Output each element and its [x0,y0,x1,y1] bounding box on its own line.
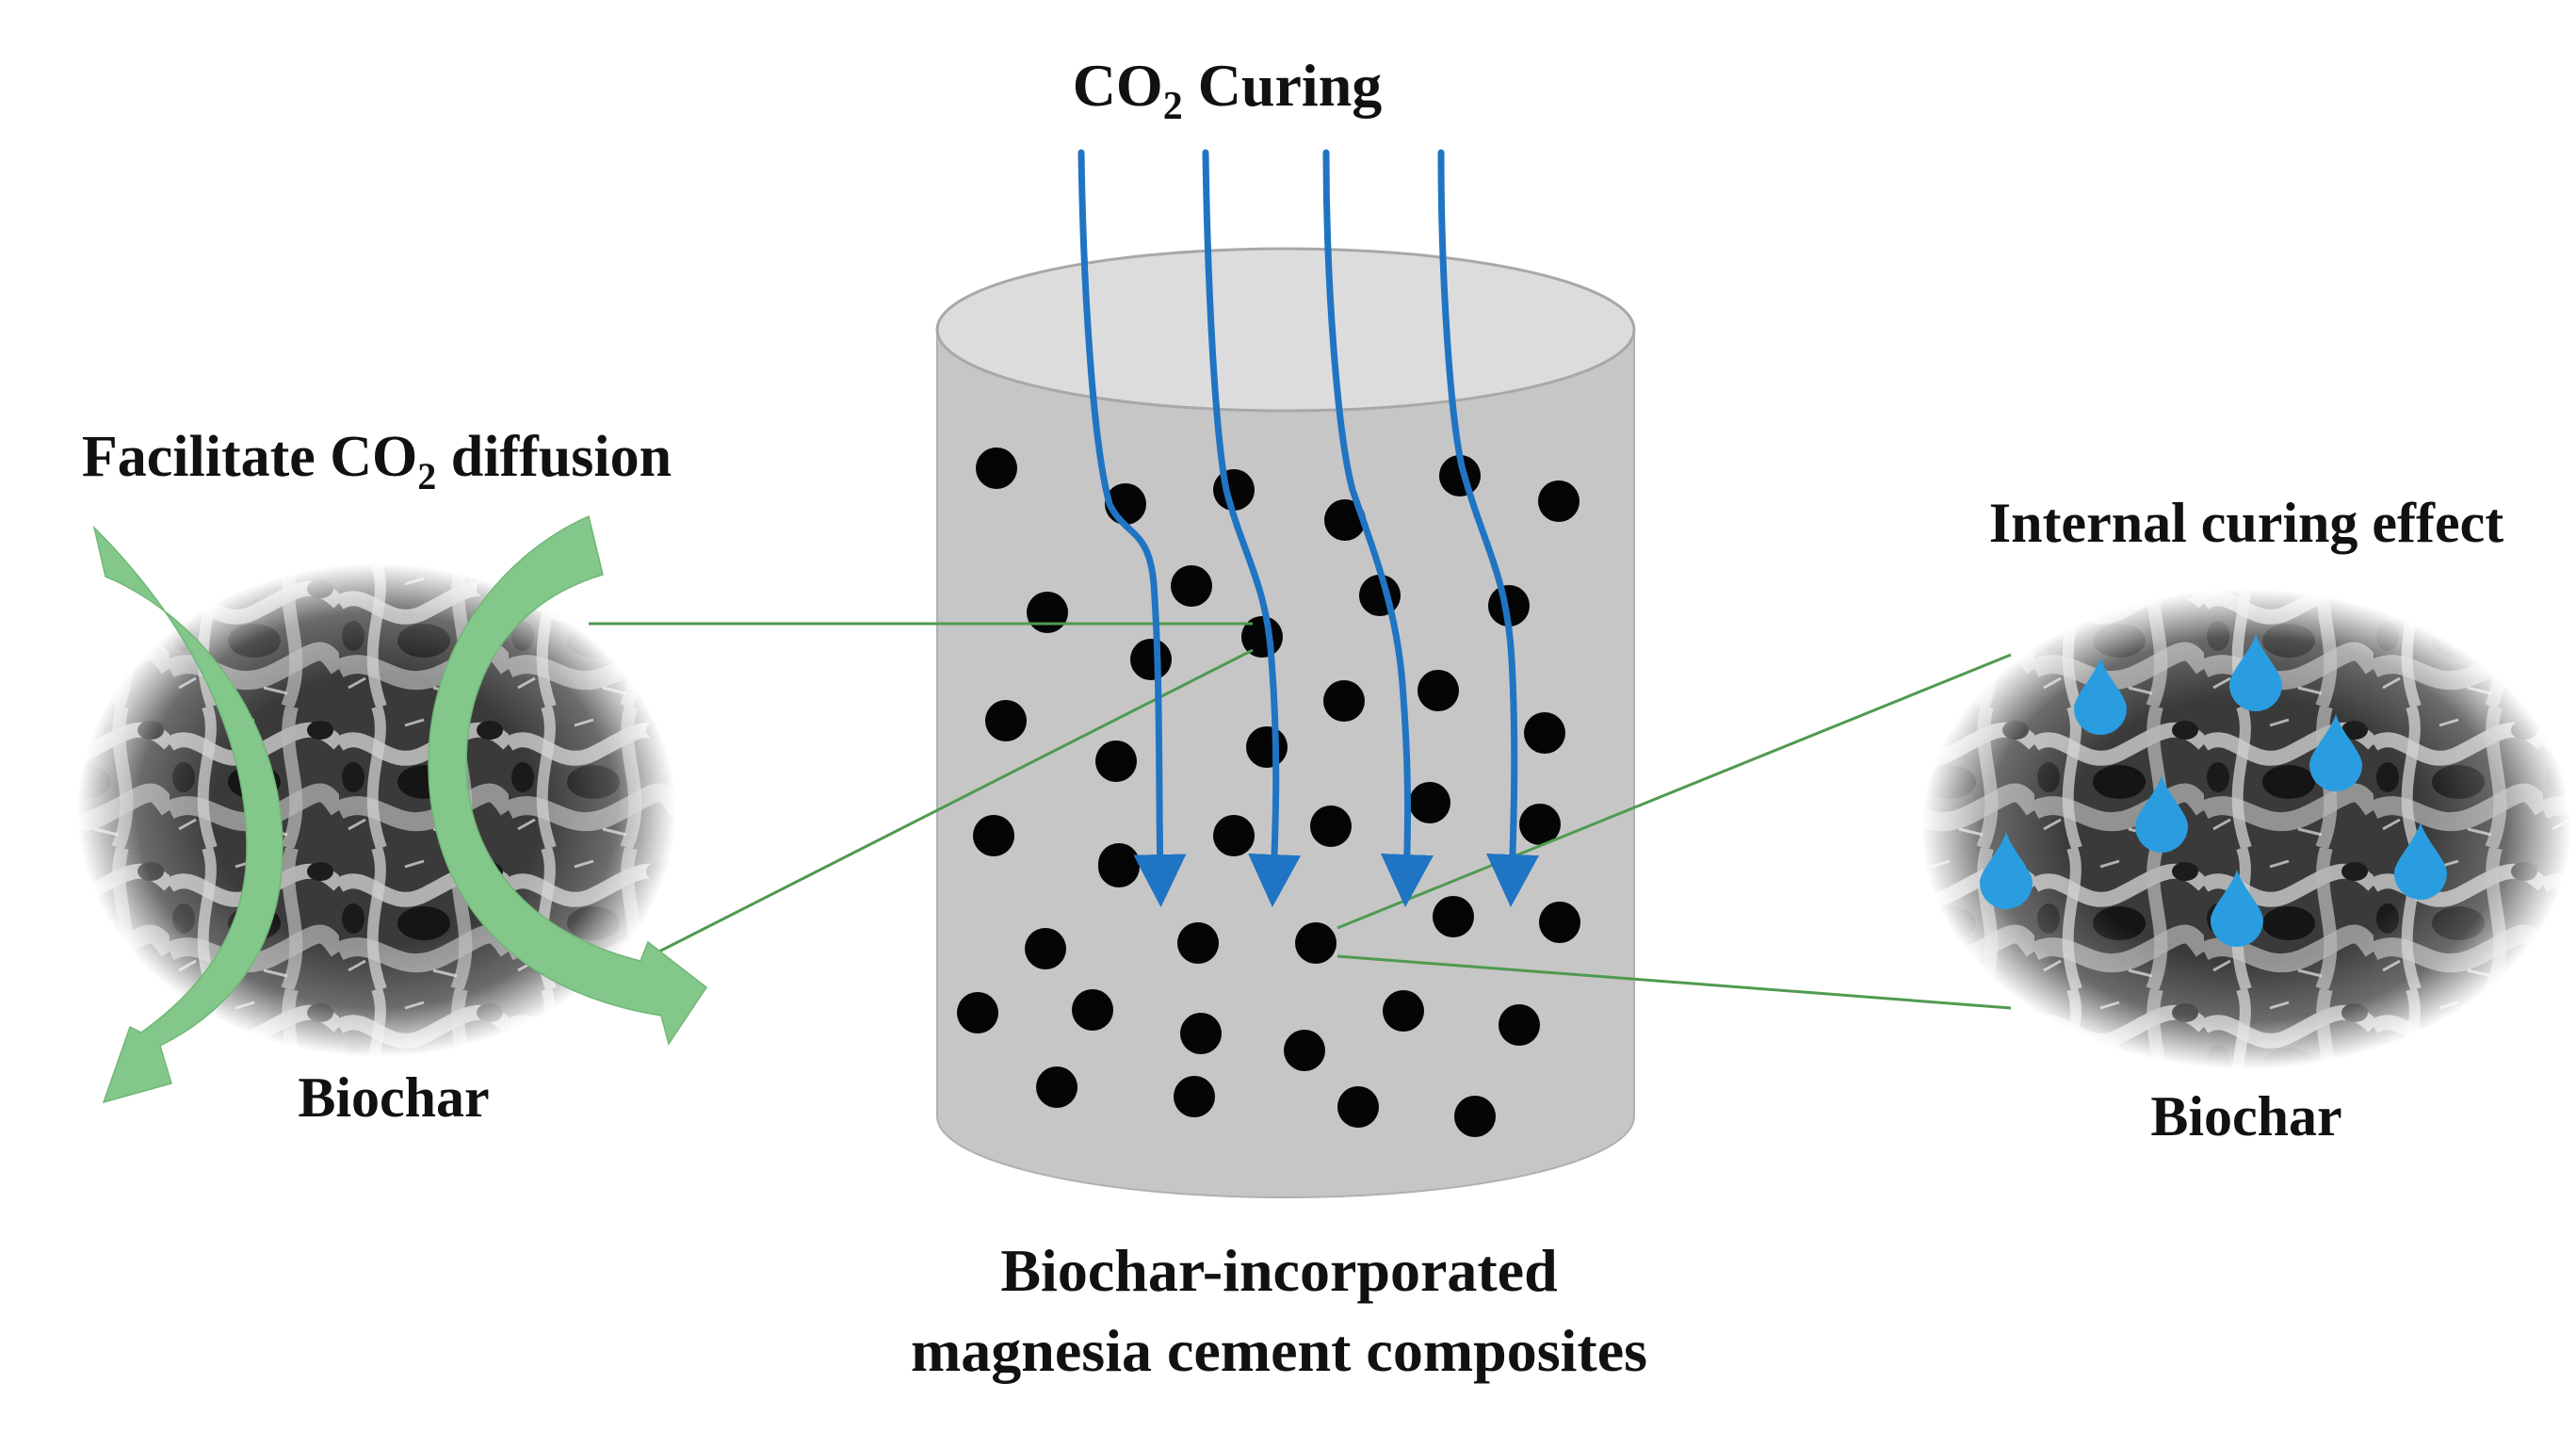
biochar-particle [1454,1096,1496,1137]
biochar-particle [985,700,1027,741]
biochar-particle [1174,1076,1215,1117]
water-drop-icon [2394,822,2447,900]
biochar-particle [1538,480,1580,522]
biochar-particle [1524,712,1565,754]
biochar-particle [1095,740,1137,782]
biochar-particle [1337,1086,1379,1128]
biochar-particle [1295,922,1337,964]
biochar-particle [1539,902,1580,943]
facilitate-diffusion-label: Facilitate CO2 diffusion [82,425,672,497]
water-drop-icon [2135,775,2188,853]
biochar-particle [1072,989,1113,1031]
biochar-label-left: Biochar [298,1066,489,1129]
co2-curing-label: CO2 Curing [1073,52,1383,128]
down-arrow-icon [1322,149,1434,907]
biochar-particle [1027,592,1068,633]
connector-line-left-bottom [649,648,1254,958]
biochar-particle [957,992,998,1033]
connector-line-right-top [1337,653,2012,930]
biochar-particle [1324,499,1366,541]
biochar-particle [1098,846,1140,887]
biochar-particle [1180,1013,1222,1054]
biochar-particle [1323,680,1365,722]
composite-title-line1: Biochar-incorporated [1000,1237,1557,1304]
biochar-micrograph-right [1921,589,2571,1069]
water-drop-icon [2309,714,2362,791]
cylinder-top-face [935,247,1636,413]
composite-title-line2: magnesia cement composites [911,1317,1647,1384]
co2-flow-arrows [1077,149,1539,907]
biochar-particle [1284,1030,1325,1071]
biochar-particle [1171,565,1212,607]
biochar-particle [1036,1066,1077,1108]
connector-lines [589,622,2012,1010]
biochar-particle [1130,639,1172,680]
water-drop-icon [2074,658,2127,735]
water-drop-icon [2229,634,2282,711]
connector-line-right-bottom [1337,954,2012,1010]
curved-arrow-icon [92,525,284,1104]
biochar-particle [1213,815,1255,856]
biochar-particle [1433,896,1474,937]
biochar-particle [1409,782,1450,823]
water-drop-icon [2211,870,2263,947]
down-arrow-icon [1077,149,1187,907]
biochar-particle [973,815,1014,856]
water-drops [1980,634,2447,947]
down-arrow-icon [1202,149,1302,907]
composite-cylinder [935,247,1636,1198]
biochar-particle [1488,585,1530,626]
diffusion-arrows [92,514,708,1104]
biochar-particle [1418,670,1459,711]
down-arrow-icon [1437,149,1539,907]
water-drop-icon [1980,832,2033,909]
biochar-particle [1025,928,1066,969]
biochar-particle [1519,804,1561,845]
biochar-label-right: Biochar [2150,1085,2341,1147]
curved-arrow-icon [428,514,708,1046]
biochar-particle [1213,469,1255,511]
biochar-particle [1499,1004,1540,1046]
biochar-particle [976,448,1017,489]
biochar-particle [1310,806,1352,847]
biochar-particle [1177,922,1219,964]
biochar-particle [1383,990,1424,1032]
biochar-particle [1246,726,1288,768]
internal-curing-label: Internal curing effect [1989,492,2504,554]
